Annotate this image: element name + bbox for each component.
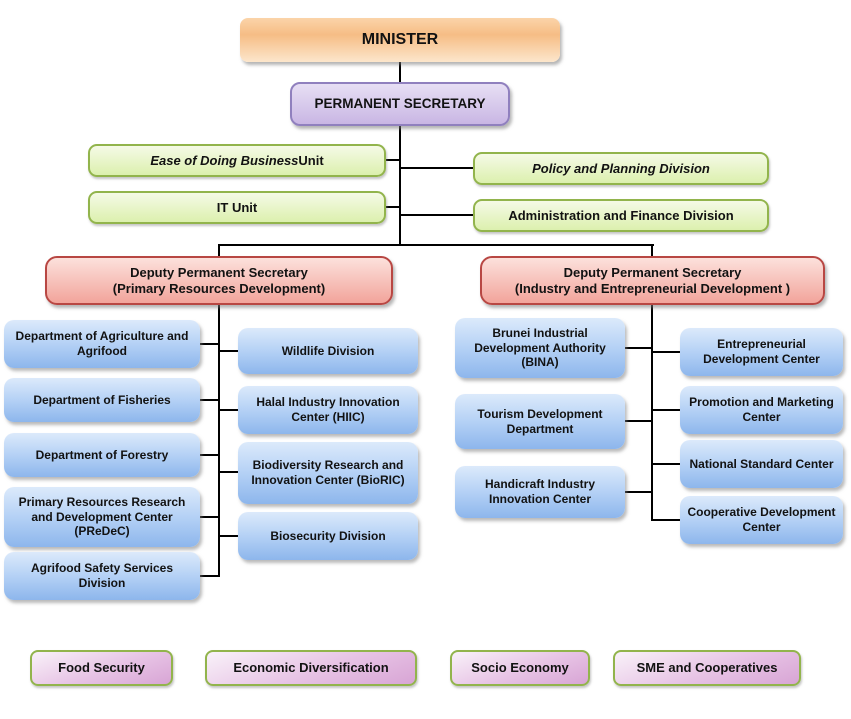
deputy-subtitle: (Primary Resources Development) [112, 280, 326, 296]
connector-line [652, 351, 680, 353]
connector-line [386, 159, 400, 161]
connector-line [625, 420, 652, 422]
connector-line [651, 305, 653, 521]
connector-line [200, 399, 219, 401]
connector-line [219, 535, 238, 537]
org-box-permanent-secretary: PERMANENT SECRETARY [290, 82, 510, 126]
connector-line [218, 244, 220, 257]
connector-line [386, 206, 400, 208]
org-box-cooperative-development-center: Cooperative Development Center [680, 496, 843, 544]
org-box-bina: Brunei Industrial Development Authority … [455, 318, 625, 378]
org-box-department-of-fisheries: Department of Fisheries [4, 378, 200, 422]
deputy-title: Deputy Permanent Secretary [130, 264, 308, 280]
connector-line [625, 491, 652, 493]
org-box-handicraft-industry-innovation-center: Handicraft Industry Innovation Center [455, 466, 625, 518]
connector-line [399, 62, 401, 82]
connector-line [219, 350, 238, 352]
org-box-hiic: Halal Industry Innovation Center (HIIC) [238, 386, 418, 434]
org-box-entrepreneurial-development-center: Entrepreneurial Development Center [680, 328, 843, 376]
theme-box-economic-diversification: Economic Diversification [205, 650, 417, 686]
connector-line [200, 575, 219, 577]
org-box-wildlife-division: Wildlife Division [238, 328, 418, 374]
org-box-deputy-industry-entrepreneurial: Deputy Permanent Secretary (Industry and… [480, 256, 825, 305]
org-box-promotion-and-marketing-center: Promotion and Marketing Center [680, 386, 843, 434]
org-box-minister: MINISTER [240, 18, 560, 62]
unit-label-suffix: Unit [298, 152, 324, 168]
connector-line [219, 471, 238, 473]
connector-line [399, 126, 401, 246]
org-box-national-standard-center: National Standard Center [680, 440, 843, 488]
connector-line [652, 463, 680, 465]
org-box-administration-and-finance-division: Administration and Finance Division [473, 199, 769, 232]
connector-line [200, 516, 219, 518]
theme-box-sme-and-cooperatives: SME and Cooperatives [613, 650, 801, 686]
connector-line [200, 454, 219, 456]
deputy-subtitle: (Industry and Entrepreneurial Developmen… [514, 280, 791, 296]
connector-line [652, 519, 680, 521]
org-box-ease-of-doing-business-unit: Ease of Doing Business Unit [88, 144, 386, 177]
connector-line [219, 409, 238, 411]
theme-box-food-security: Food Security [30, 650, 173, 686]
org-box-bioric: Biodiversity Research and Innovation Cen… [238, 442, 418, 504]
org-box-tourism-development-department: Tourism Development Department [455, 394, 625, 449]
org-box-deputy-primary-resources: Deputy Permanent Secretary (Primary Reso… [45, 256, 393, 305]
org-box-it-unit: IT Unit [88, 191, 386, 224]
connector-line [218, 244, 654, 246]
connector-line [400, 214, 473, 216]
theme-box-socio-economy: Socio Economy [450, 650, 590, 686]
connector-line [200, 343, 219, 345]
connector-line [218, 305, 220, 577]
connector-line [651, 244, 653, 257]
org-box-department-of-forestry: Department of Forestry [4, 433, 200, 477]
unit-label-italic: Ease of Doing Business [150, 152, 299, 168]
org-box-policy-and-planning-division: Policy and Planning Division [473, 152, 769, 185]
org-box-agrifood-safety-services-division: Agrifood Safety Services Division [4, 552, 200, 600]
org-box-biosecurity-division: Biosecurity Division [238, 512, 418, 560]
connector-line [625, 347, 652, 349]
org-box-predec: Primary Resources Research and Developme… [4, 487, 200, 547]
connector-line [652, 409, 680, 411]
deputy-title: Deputy Permanent Secretary [563, 264, 742, 280]
connector-line [400, 167, 473, 169]
org-box-department-of-agriculture-and-agrifood: Department of Agriculture and Agrifood [4, 320, 200, 368]
